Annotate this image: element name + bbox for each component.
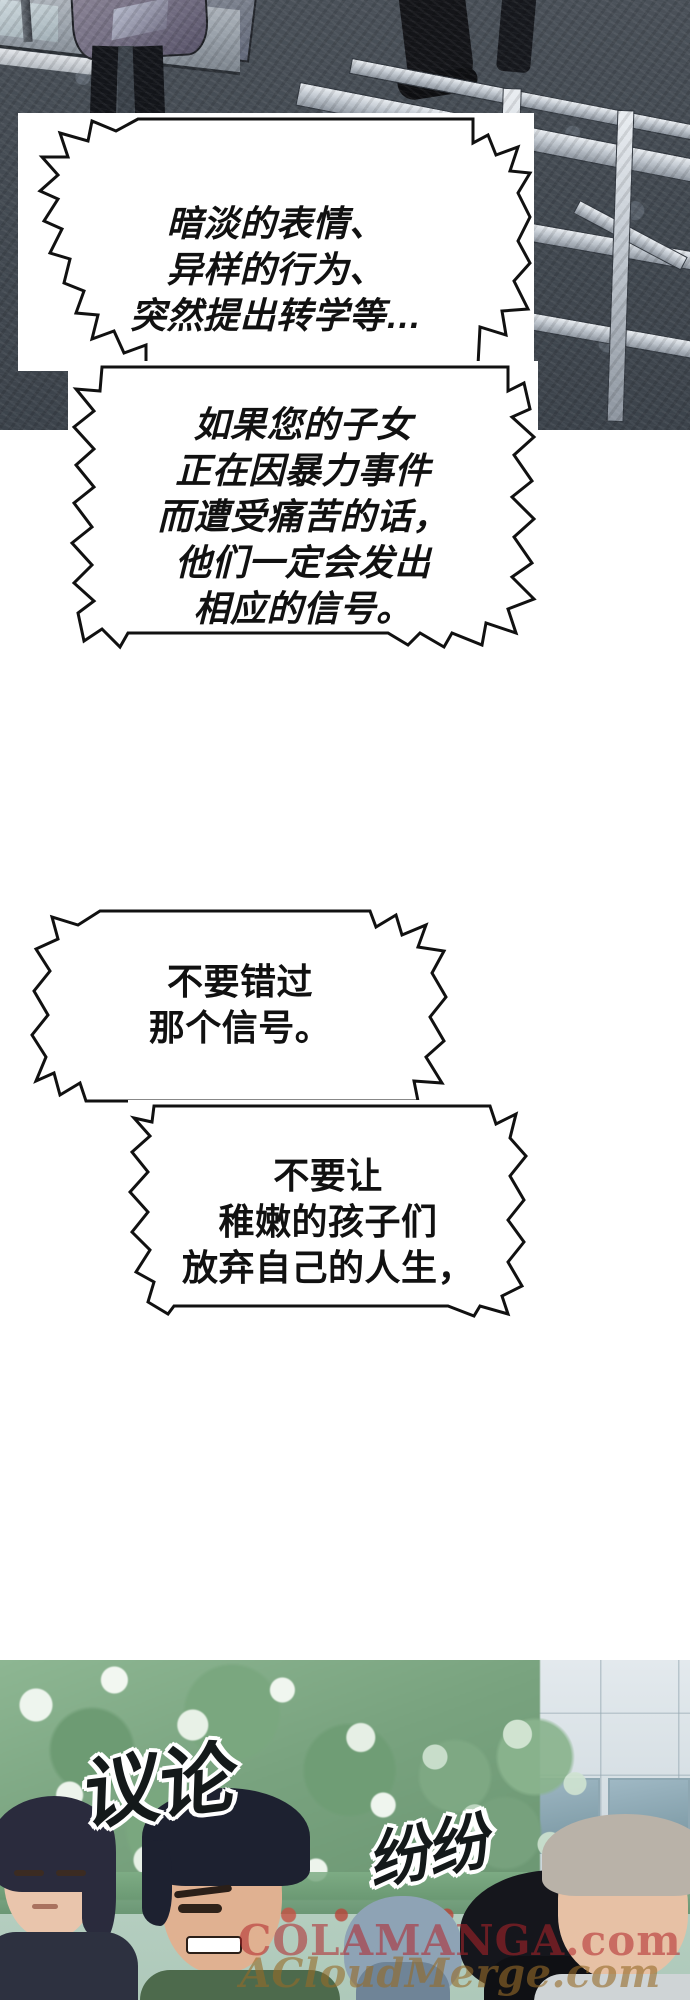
speech-bubble-2: 如果您的子女 正在因暴力事件 而遭受痛苦的话， 他们一定会发出 相应的信号。: [68, 361, 538, 651]
ledge-band: [0, 47, 110, 77]
figure-shoe-sole: [396, 65, 480, 103]
speech-bubble-4-shape: [128, 1104, 528, 1318]
speech-bubble-2-text: 如果您的子女 正在因暴力事件 而遭受痛苦的话， 他们一定会发出 相应的信号。: [156, 403, 449, 630]
figure-skirt: [70, 0, 210, 62]
speech-bubble-1-shape: [37, 117, 533, 367]
student-1-side-hair: [82, 1820, 116, 1940]
sfx-text-discussion: 议论: [82, 1731, 237, 1842]
student-figure-2: [140, 1788, 340, 2000]
railing-diagonal-bar: [572, 200, 688, 271]
student-2-mouth: [186, 1936, 242, 1954]
bottom-panel-schoolyard-scene: [0, 1660, 690, 2000]
student-1-mouth: [32, 1904, 58, 1909]
figure-shoe: [397, 0, 477, 98]
speech-bubble-2-shape: [69, 365, 537, 650]
student-2-eye: [178, 1904, 222, 1913]
speech-bubble-4: 不要让 稚嫩的孩子们 放弃自己的人生，: [128, 1100, 528, 1320]
student-1-eye-left: [14, 1870, 44, 1876]
student-figure-1: [0, 1796, 138, 2000]
student-figure-5: [534, 1814, 690, 2000]
student-1-eye-right: [56, 1870, 86, 1876]
student-1-uniform: [0, 1932, 138, 2000]
student-figure-3: [330, 1886, 480, 2000]
student-5-hair: [542, 1814, 690, 1896]
railing-post-2: [606, 109, 635, 423]
speech-bubble-4-text: 不要让 稚嫩的孩子们 放弃自己的人生，: [181, 1154, 474, 1289]
student-3-nape: [356, 1962, 450, 2000]
student-2-side-hair: [142, 1840, 172, 1926]
sloped-plank: [36, 0, 258, 63]
student-2-uniform: [140, 1970, 340, 2000]
concrete-ledge: [0, 0, 240, 76]
figure-skirt-highlight: [111, 0, 169, 41]
speech-bubble-3-text: 不要错过 那个信号。: [148, 960, 332, 1048]
speech-bubble-3: 不要错过 那个信号。: [30, 905, 450, 1105]
ledge-post: [20, 0, 33, 43]
speech-bubble-1: 暗淡的表情、 异样的行为、 突然提出转学等…: [18, 113, 534, 371]
student-5-uniform: [534, 1974, 690, 2000]
glass-pane: [0, 0, 58, 43]
speech-bubble-1-text: 暗淡的表情、 异样的行为、 突然提出转学等…: [129, 202, 422, 337]
second-figure-leg: [495, 0, 539, 74]
